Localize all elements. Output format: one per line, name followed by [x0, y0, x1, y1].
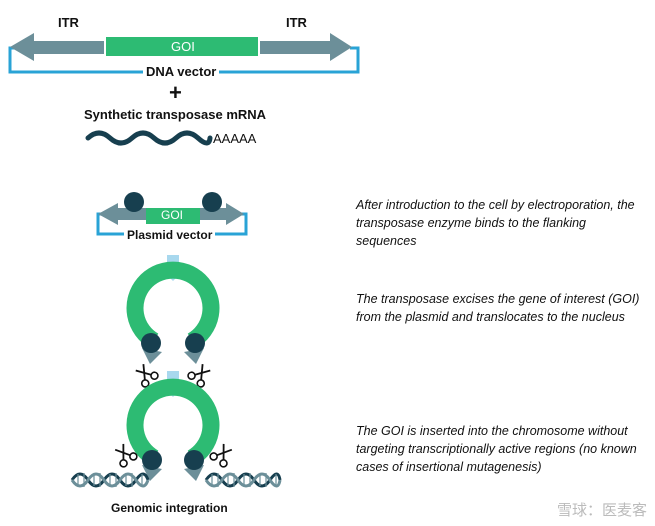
goi-box — [106, 37, 258, 56]
plasmid-goi-label: GOI — [161, 208, 184, 222]
transposase-enzyme-left — [124, 192, 144, 212]
mrna-wave — [85, 130, 213, 146]
goi-label: GOI — [171, 39, 195, 54]
scissors-icon — [209, 443, 233, 468]
dna-helix-left — [70, 472, 150, 488]
dna-vector-label: DNA vector — [143, 64, 220, 79]
plus-sign: + — [169, 80, 182, 105]
itr-right-arrow — [260, 33, 352, 61]
plasmid-goi-box — [146, 208, 200, 224]
step-description-1: After introduction to the cell by electr… — [356, 198, 635, 248]
poly-a-tail: AAAAA — [213, 131, 257, 146]
itr-left-arrow — [10, 33, 104, 61]
integration-itr-left — [142, 465, 162, 481]
genomic-integration-label: Genomic integration — [111, 501, 228, 515]
excised-goi-ring — [126, 261, 220, 349]
step-description-3: The GOI is inserted into the chromosome … — [356, 424, 637, 474]
transposase-enzyme-right — [202, 192, 222, 212]
itr-left-label: ITR — [58, 15, 79, 30]
step-description-2: The transposase excises the gene of inte… — [356, 292, 640, 324]
integration-goi-ring — [126, 378, 220, 466]
integration-enzyme-right — [184, 450, 204, 470]
watermark: 雪球：医麦客 — [556, 501, 647, 519]
excised-enzyme-left — [141, 333, 161, 353]
integration-itr-right — [184, 465, 204, 481]
integration-enzyme-left — [142, 450, 162, 470]
excised-enzyme-right — [185, 333, 205, 353]
plasmid-vector-label: Plasmid vector — [124, 228, 216, 242]
scissors-icon — [187, 364, 211, 388]
dna-helix-right — [204, 472, 282, 488]
scissors-icon — [114, 443, 138, 468]
mrna-label: Synthetic transposase mRNA — [84, 107, 267, 122]
itr-right-label: ITR — [286, 15, 307, 30]
